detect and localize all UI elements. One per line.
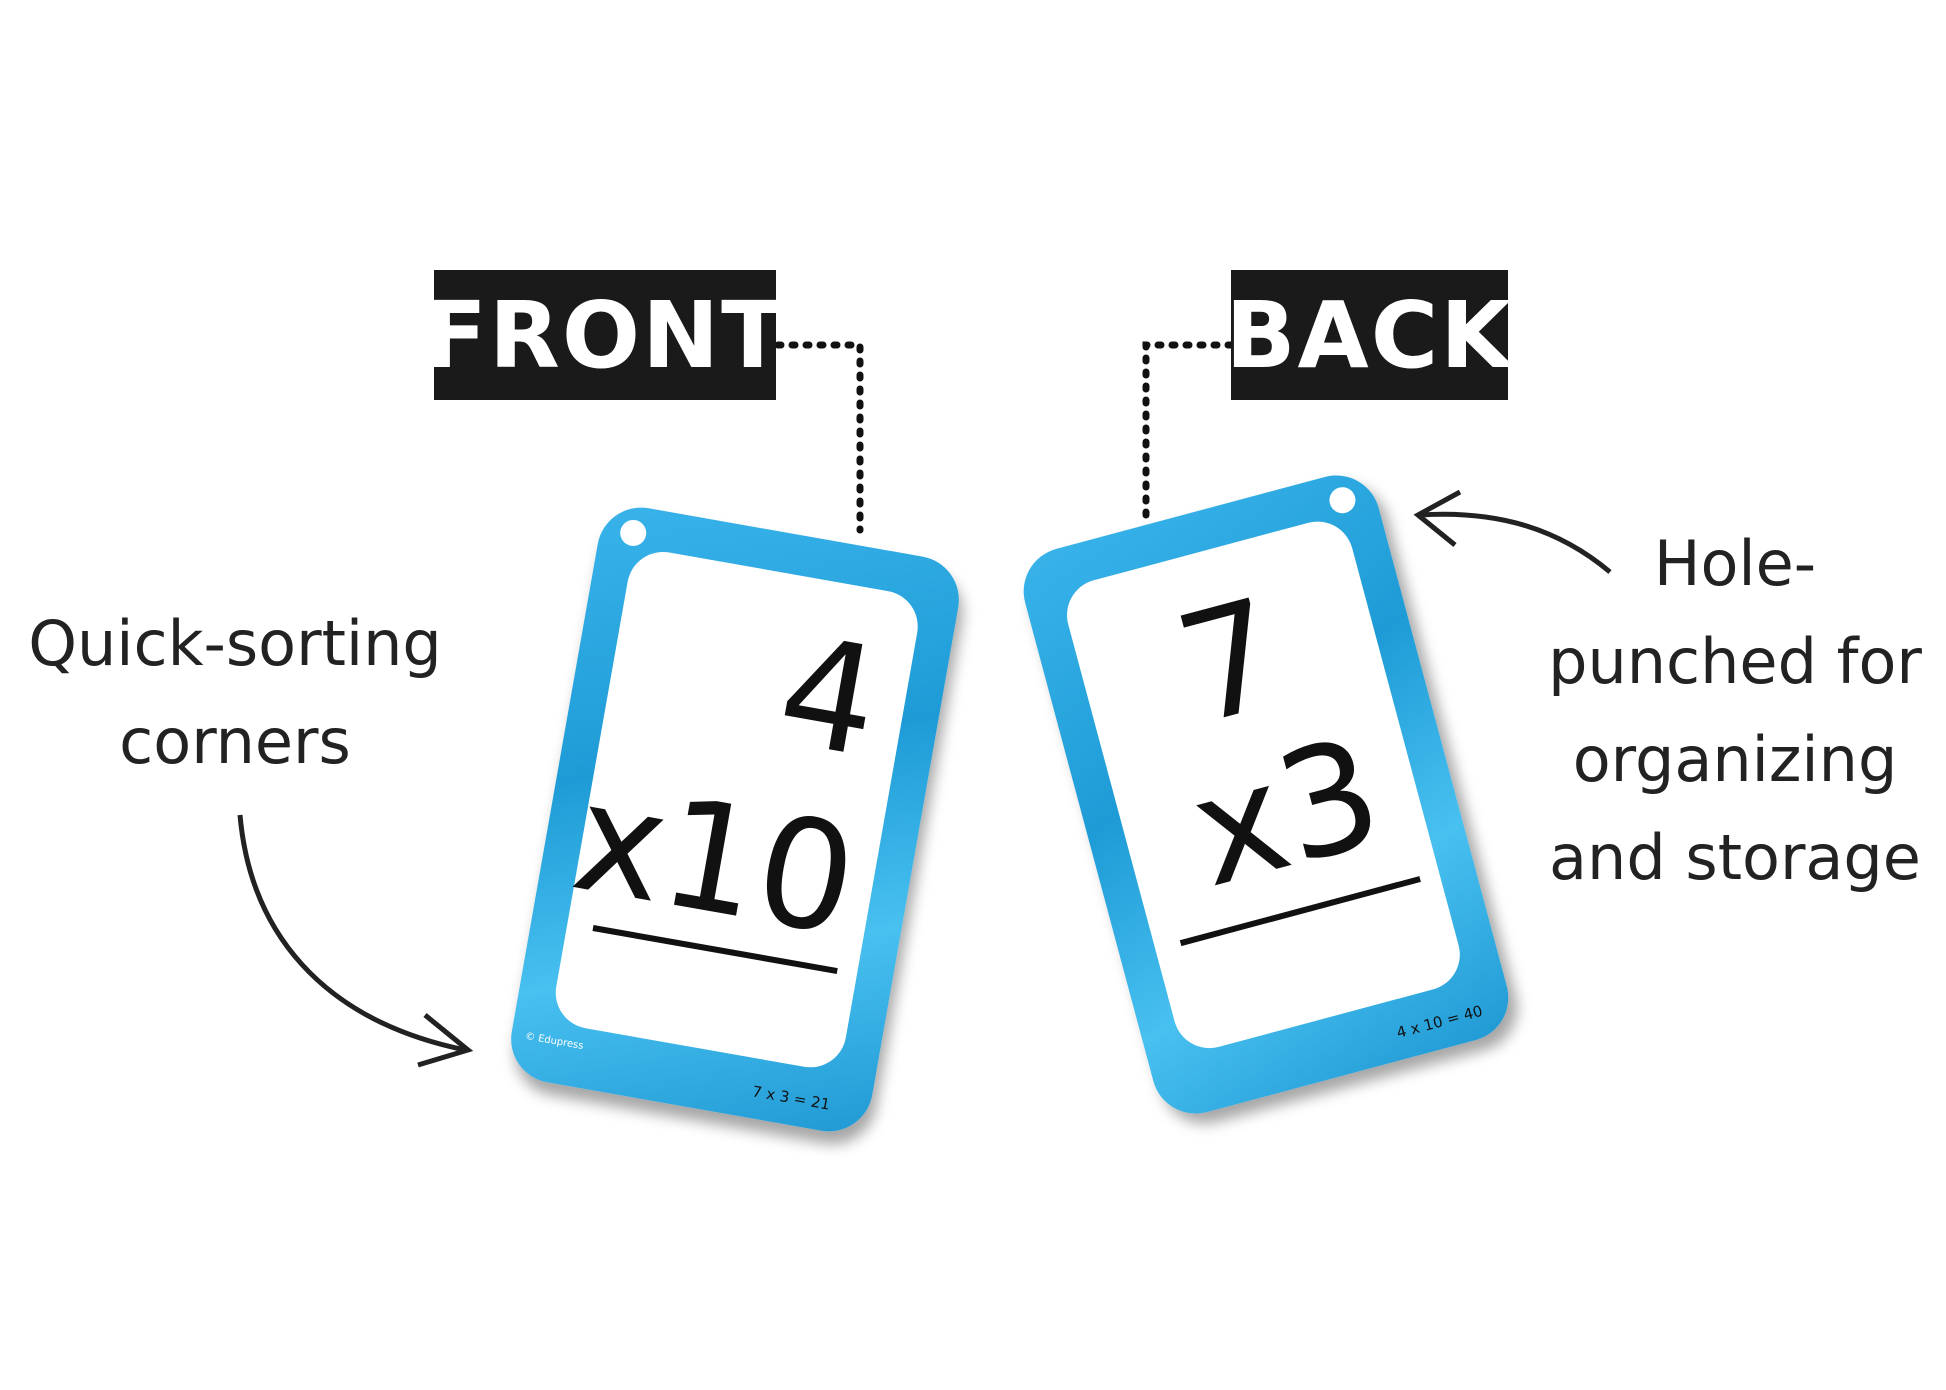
corner-arrowhead	[417, 1013, 474, 1068]
hole-arrowhead	[1413, 489, 1462, 547]
card-top-number: 7	[1161, 566, 1299, 760]
copyright: © Edupress	[524, 1030, 585, 1053]
front-dotted-connector	[774, 341, 864, 534]
caption-line: Quick-sorting	[28, 607, 442, 680]
card-footer-answer: 7 x 3 = 21	[750, 1082, 832, 1114]
punch-hole	[618, 517, 649, 549]
caption-line: Hole-	[1653, 527, 1817, 600]
front-label: FRONT	[424, 270, 784, 400]
caption-line: organizing	[1572, 723, 1898, 796]
quick-sorting-caption: Quick-sorting corners	[15, 595, 455, 791]
card-face: 4 x10	[550, 546, 924, 1074]
card-multiplier: x3	[1174, 705, 1398, 922]
hole-punched-caption: Hole- punched for organizing and storage	[1530, 515, 1940, 907]
caption-line: punched for	[1548, 625, 1922, 698]
punch-hole	[1326, 484, 1359, 517]
card-footer-answer: 4 x 10 = 40	[1394, 1001, 1485, 1042]
corner-arrow	[237, 814, 466, 1053]
back-dotted-connector	[1142, 341, 1235, 529]
card-top-number: 4	[766, 603, 892, 792]
caption-line: and storage	[1549, 821, 1921, 894]
back-label: BACK	[1225, 270, 1512, 400]
hole-arrow	[1419, 511, 1612, 574]
caption-line: corners	[119, 705, 351, 778]
